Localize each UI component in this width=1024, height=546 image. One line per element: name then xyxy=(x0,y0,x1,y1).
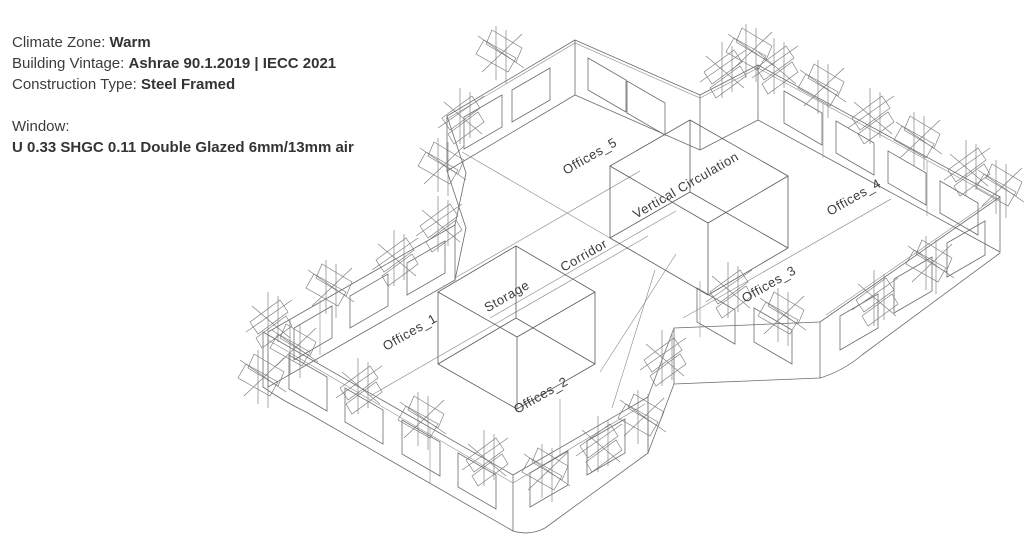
building-vintage-value: Ashrae 90.1.2019 | IECC 2021 xyxy=(128,55,337,72)
zone-partition-lines xyxy=(369,151,892,409)
model-info-panel: Climate Zone: Warm Building Vintage: Ash… xyxy=(12,32,442,158)
wall-mullions xyxy=(319,103,928,483)
construction-type-line: Construction Type: Steel Framed xyxy=(12,74,442,95)
zone-label-offices-5: Offices_5 xyxy=(560,135,620,178)
zone-label-storage: Storage xyxy=(481,277,532,315)
near-wall-edges xyxy=(262,196,1001,534)
window-value: U 0.33 SHGC 0.11 Double Glazed 6mm/13mm … xyxy=(12,139,354,156)
construction-type-value: Steel Framed xyxy=(140,76,236,93)
zone-label-offices-2: Offices_2 xyxy=(511,374,571,417)
zone-label-vertical-circulation: Vertical Circulation xyxy=(630,149,741,222)
zone-label-offices-1: Offices_1 xyxy=(380,311,440,354)
shading-fin-clusters xyxy=(237,23,1024,503)
zone-label-corridor: Corridor xyxy=(558,236,610,275)
building-vintage-label: Building Vintage: xyxy=(12,55,129,72)
far-wall-edges xyxy=(267,39,1001,388)
building-vintage-line: Building Vintage: Ashrae 90.1.2019 | IEC… xyxy=(12,53,442,74)
climate-zone-value: Warm xyxy=(109,34,151,51)
window-label: Window: xyxy=(12,118,70,135)
zone-label-offices-4: Offices_4 xyxy=(824,176,884,219)
construction-type-label: Construction Type: xyxy=(12,76,141,93)
vertical-circulation-box xyxy=(609,119,789,296)
climate-zone-label: Climate Zone: xyxy=(12,34,110,51)
storage-box xyxy=(437,245,596,410)
climate-zone-line: Climate Zone: Warm xyxy=(12,32,442,53)
window-panes xyxy=(288,57,986,510)
